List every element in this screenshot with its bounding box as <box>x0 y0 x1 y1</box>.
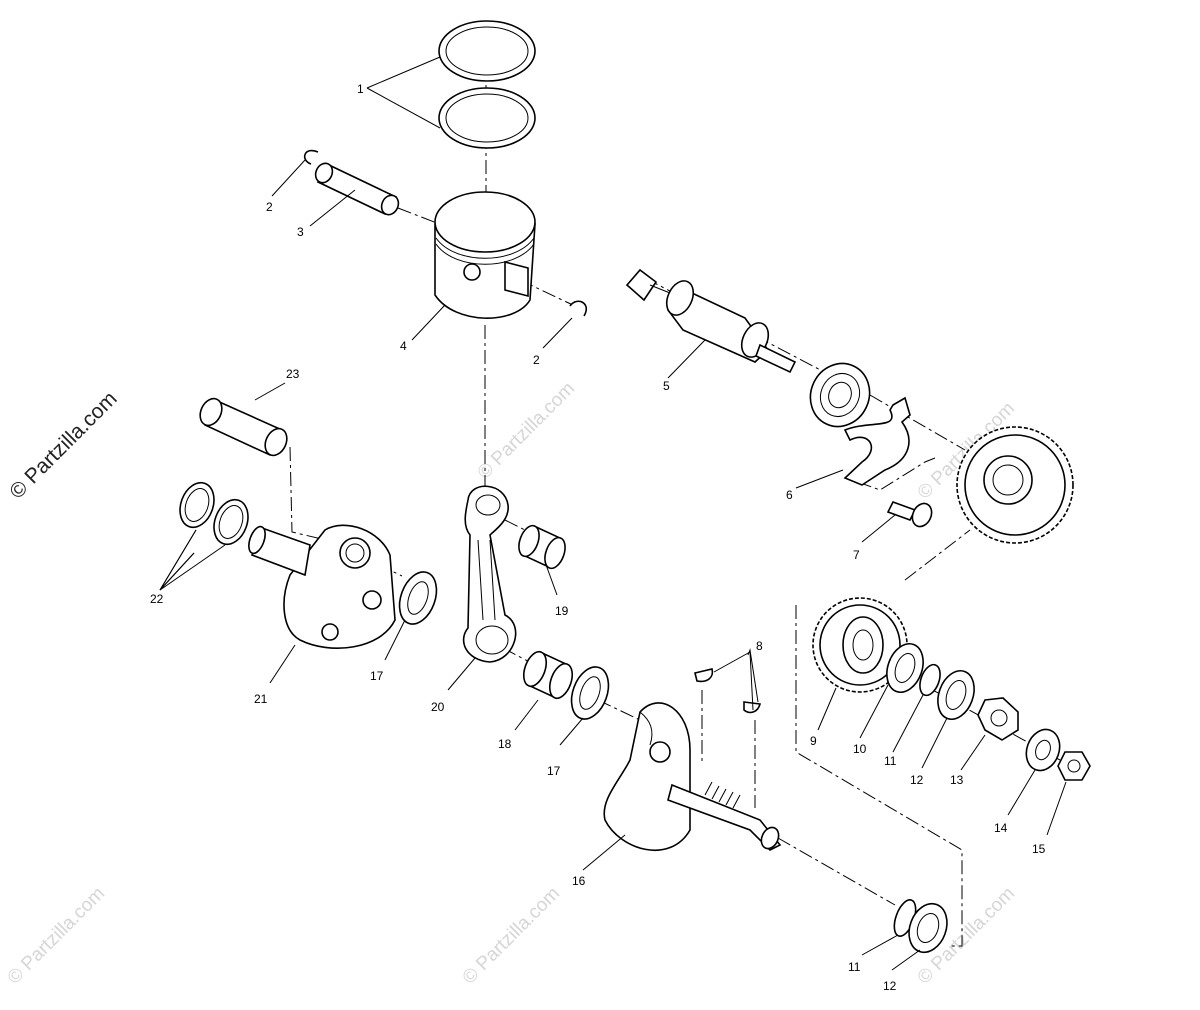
callout-6: 6 <box>786 488 793 502</box>
shims <box>179 481 249 546</box>
crankshaft-right <box>603 702 782 852</box>
callout-16: 16 <box>572 874 586 888</box>
ball-bearing <box>809 362 871 428</box>
bushing-upper <box>937 669 975 721</box>
leader-lines <box>159 56 1067 971</box>
bushing-lower <box>908 902 948 954</box>
bolt <box>886 501 933 528</box>
callout-20: 20 <box>431 700 445 714</box>
callout-11: 11 <box>884 754 897 768</box>
watermark-text: © Partzilla.com <box>4 883 109 988</box>
callout-21: 21 <box>254 692 268 706</box>
woodruff-key-lower <box>743 701 761 714</box>
watermark-main: © Partzilla.com <box>5 387 121 503</box>
callout-12: 12 <box>883 979 897 993</box>
washer <box>886 642 924 694</box>
wrist-pin <box>314 162 400 216</box>
connecting-rod <box>462 485 517 663</box>
gear <box>812 597 908 693</box>
callout-23: 23 <box>286 367 300 381</box>
callout-2: 2 <box>266 200 273 214</box>
callout-17: 17 <box>370 669 384 683</box>
nut <box>1057 751 1091 781</box>
callout-12: 12 <box>910 773 924 787</box>
watermark-text: © Partzilla.com <box>474 378 579 483</box>
castle-nut <box>977 697 1019 741</box>
starter-shaft <box>625 268 797 374</box>
callout-15: 15 <box>1032 842 1046 856</box>
circlip-lower <box>569 300 587 317</box>
retainer-plate <box>843 396 911 486</box>
washer-small <box>1025 728 1061 772</box>
piston <box>434 191 536 319</box>
callout-7: 7 <box>853 548 860 562</box>
callout-13: 13 <box>950 773 964 787</box>
callout-18: 18 <box>498 737 512 751</box>
watermark-text: © Partzilla.com <box>459 883 564 988</box>
callout-8: 8 <box>756 639 763 653</box>
callout-5: 5 <box>663 379 670 393</box>
needle-bearing-big-end <box>522 650 574 700</box>
callout-3: 3 <box>297 225 304 239</box>
crankshaft-left <box>248 524 396 649</box>
callout-labels: 1 2 3 4 2 5 23 6 7 22 19 8 17 21 20 18 1… <box>150 82 1046 993</box>
callout-1: 1 <box>357 82 364 96</box>
woodruff-key-upper <box>694 668 714 683</box>
callout-10: 10 <box>853 742 867 756</box>
piston-rings <box>438 20 536 149</box>
callout-22: 22 <box>150 592 164 606</box>
callout-4: 4 <box>400 339 407 353</box>
callout-11: 11 <box>848 960 861 974</box>
callout-14: 14 <box>994 821 1008 835</box>
circlip-upper <box>303 149 319 165</box>
callout-2: 2 <box>533 353 540 367</box>
thrust-washer-left <box>398 571 438 625</box>
snap-ring-upper <box>919 663 941 697</box>
thrust-washer-right <box>570 666 610 720</box>
crank-pin <box>199 397 288 457</box>
callout-17: 17 <box>547 764 561 778</box>
needle-bearing-small-end <box>518 524 566 570</box>
large-gear <box>956 426 1074 544</box>
callout-19: 19 <box>555 604 569 618</box>
callout-9: 9 <box>810 734 817 748</box>
